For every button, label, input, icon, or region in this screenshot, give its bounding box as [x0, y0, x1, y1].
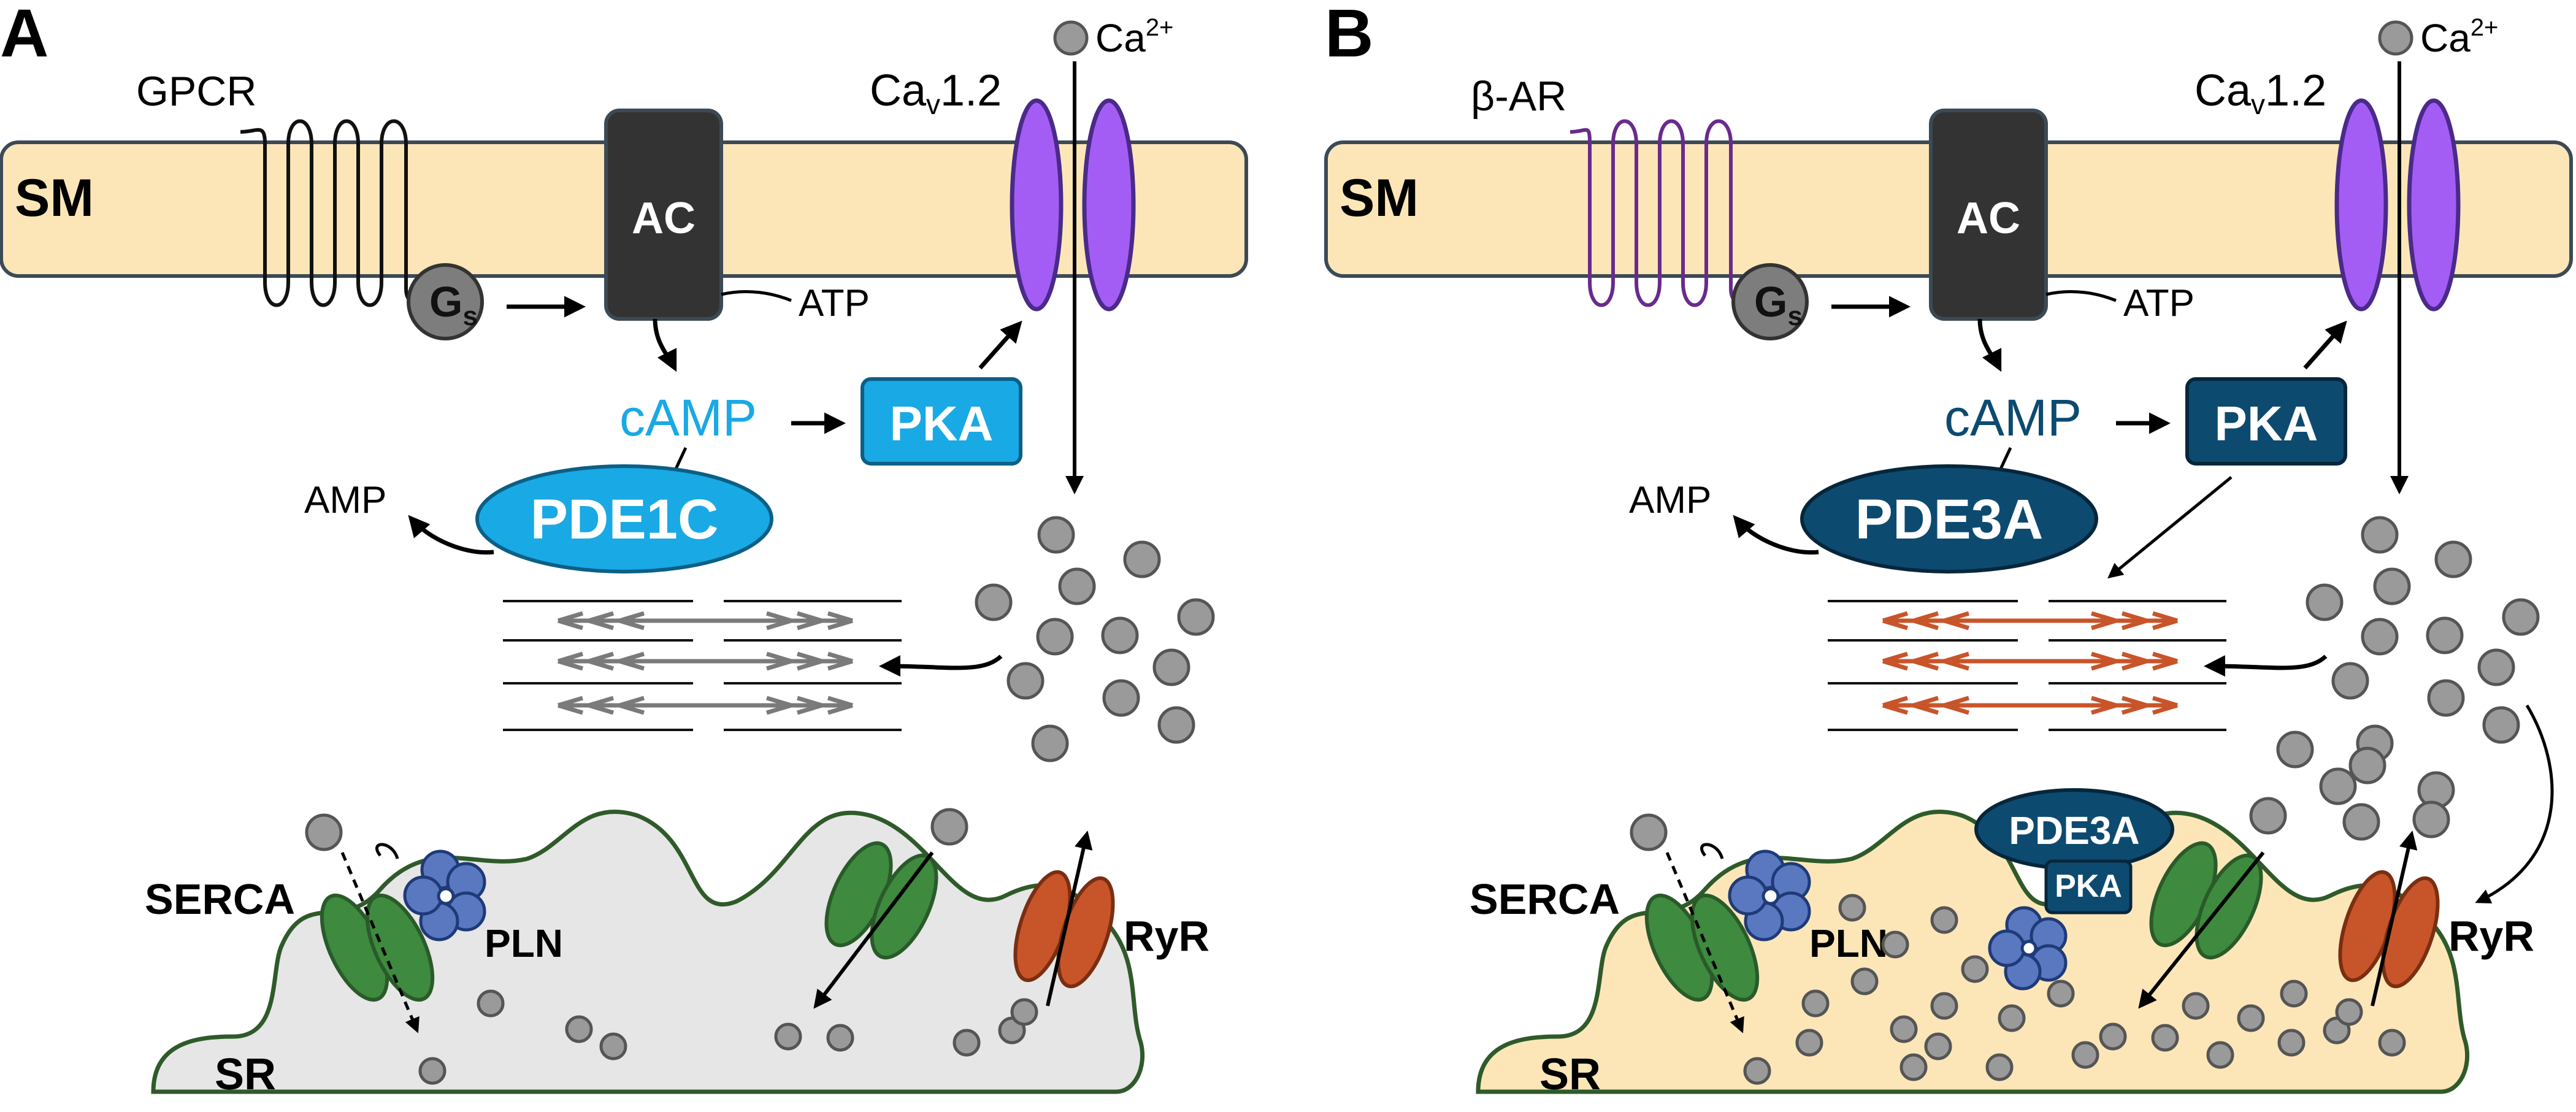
- ac-label: AC: [632, 194, 696, 243]
- panel-letter: B: [1325, 0, 1373, 71]
- sarcomere: [1828, 600, 2226, 731]
- ryr-release-arrow: [1046, 830, 1093, 1007]
- camp-label: cAMP: [619, 389, 757, 447]
- serca2-ca-ion: [930, 808, 968, 846]
- atp-line: [2045, 290, 2117, 302]
- amp-label: AMP: [304, 479, 386, 521]
- pka-label: PKA: [2215, 396, 2318, 451]
- cav-subunit-left: [1010, 98, 1064, 312]
- pka-to-sarcomere-arrow: [2107, 476, 2233, 579]
- pde-label: PDE3A: [1855, 488, 2044, 551]
- ca-label: Ca2+: [1095, 14, 1173, 60]
- pde-to-amp-arrow: [1733, 515, 1819, 555]
- pln-inhibit-mark: [1700, 843, 1724, 859]
- sr-label: SR: [215, 1050, 276, 1099]
- complex-pka-label: PKA: [2055, 869, 2122, 904]
- ac-to-camp-arrow: [1977, 318, 2002, 372]
- pka-box: [861, 377, 1022, 466]
- pln-protein: [1728, 849, 1811, 941]
- ac-to-camp-arrow: [653, 318, 677, 372]
- sr-compartment: [1476, 810, 2470, 1094]
- gs-label: Gs: [1754, 278, 1803, 331]
- serca2-uptake-arrow: [2138, 851, 2265, 1009]
- serca-pump-2: [365, 893, 435, 1002]
- gs-protein: [407, 263, 484, 340]
- ca-to-ryr-arrow: [2475, 704, 2554, 903]
- ryr-label: RyR: [2448, 912, 2534, 960]
- beta-ar-receptor: [1570, 119, 1767, 307]
- pln-inhibit-mark: [375, 843, 399, 859]
- sr-ca-store: [418, 989, 1038, 1085]
- serca-ca-ion: [305, 813, 343, 851]
- channel-label: Cav1.2: [2195, 66, 2326, 120]
- atp-line: [721, 290, 792, 302]
- cav-subunit-right: [2407, 98, 2461, 312]
- ca-to-sarcomere-arrow: [879, 654, 1003, 677]
- pde-label: PDE1C: [531, 488, 719, 551]
- pde-enzyme: [1800, 464, 2098, 573]
- receptor-label: GPCR: [136, 68, 256, 115]
- ca-ion: [1053, 20, 1089, 56]
- serca-pump-4: [2195, 853, 2263, 960]
- ryr-label: RyR: [1124, 912, 1209, 960]
- panel-b: B SM β-AR Gs AC ATP cAMP PKA PDE3A AMP C…: [1324, 0, 2573, 1099]
- sr-ca-store: [1743, 894, 2406, 1085]
- amp-label: AMP: [1629, 479, 1711, 521]
- ca-ion: [2378, 20, 2413, 56]
- cav-subunit-left: [2334, 98, 2388, 312]
- sr-label: SR: [1539, 1050, 1601, 1099]
- ca-cloud: [2249, 516, 2540, 841]
- pka-to-cav-arrow: [978, 320, 1022, 370]
- serca-label: SERCA: [1470, 875, 1620, 923]
- panel-letter: A: [0, 0, 48, 71]
- pka-to-cav-arrow: [2303, 320, 2347, 370]
- pln-protein-complex: [1988, 906, 2068, 991]
- membrane-label: SM: [1340, 169, 1419, 228]
- membrane-label: SM: [15, 169, 94, 228]
- pln-protein: [403, 849, 486, 941]
- sr-compartment: [151, 810, 1145, 1094]
- atp-label: ATP: [799, 282, 870, 324]
- panel-a: A SM GPCR Gs AC ATP cAMP PKA PDE1C AMP C…: [0, 0, 1248, 1099]
- ryr-release-arrow: [2371, 830, 2418, 1007]
- ca-cloud: [975, 516, 1215, 762]
- gpcr-receptor: [240, 119, 442, 307]
- adenylyl-cyclase: [1929, 109, 2048, 321]
- pka-box: [2185, 377, 2347, 466]
- adenylyl-cyclase: [604, 109, 723, 321]
- serca-uptake-arrow: [340, 852, 420, 1033]
- atp-label: ATP: [2123, 282, 2195, 324]
- camp-label: cAMP: [1944, 389, 2082, 447]
- pde-enzyme: [475, 464, 773, 573]
- receptor-label: β-AR: [1471, 73, 1566, 120]
- pka-label: PKA: [890, 396, 994, 451]
- pln-label: PLN: [485, 921, 563, 965]
- sarcomere: [503, 600, 902, 731]
- pde-to-amp-arrow: [408, 515, 494, 555]
- gs-protein: [1731, 263, 1809, 340]
- serca-uptake-arrow: [1665, 852, 1744, 1033]
- ca-to-sarcomere-arrow: [2204, 654, 2328, 677]
- serca-ca-ion: [1630, 813, 1668, 851]
- serca-label: SERCA: [145, 875, 295, 923]
- cav-subunit-right: [1082, 98, 1136, 312]
- ca-label: Ca2+: [2420, 14, 2498, 60]
- gs-label: Gs: [429, 278, 478, 331]
- ac-label: AC: [1957, 194, 2020, 243]
- serca2-uptake-arrow: [813, 851, 934, 1009]
- serca-pump-2: [1690, 893, 1760, 1002]
- channel-label: Cav1.2: [870, 66, 1002, 120]
- pln-label: PLN: [1809, 921, 1888, 965]
- complex-pde-label: PDE3A: [2009, 808, 2139, 853]
- complex-pka: [2044, 859, 2133, 915]
